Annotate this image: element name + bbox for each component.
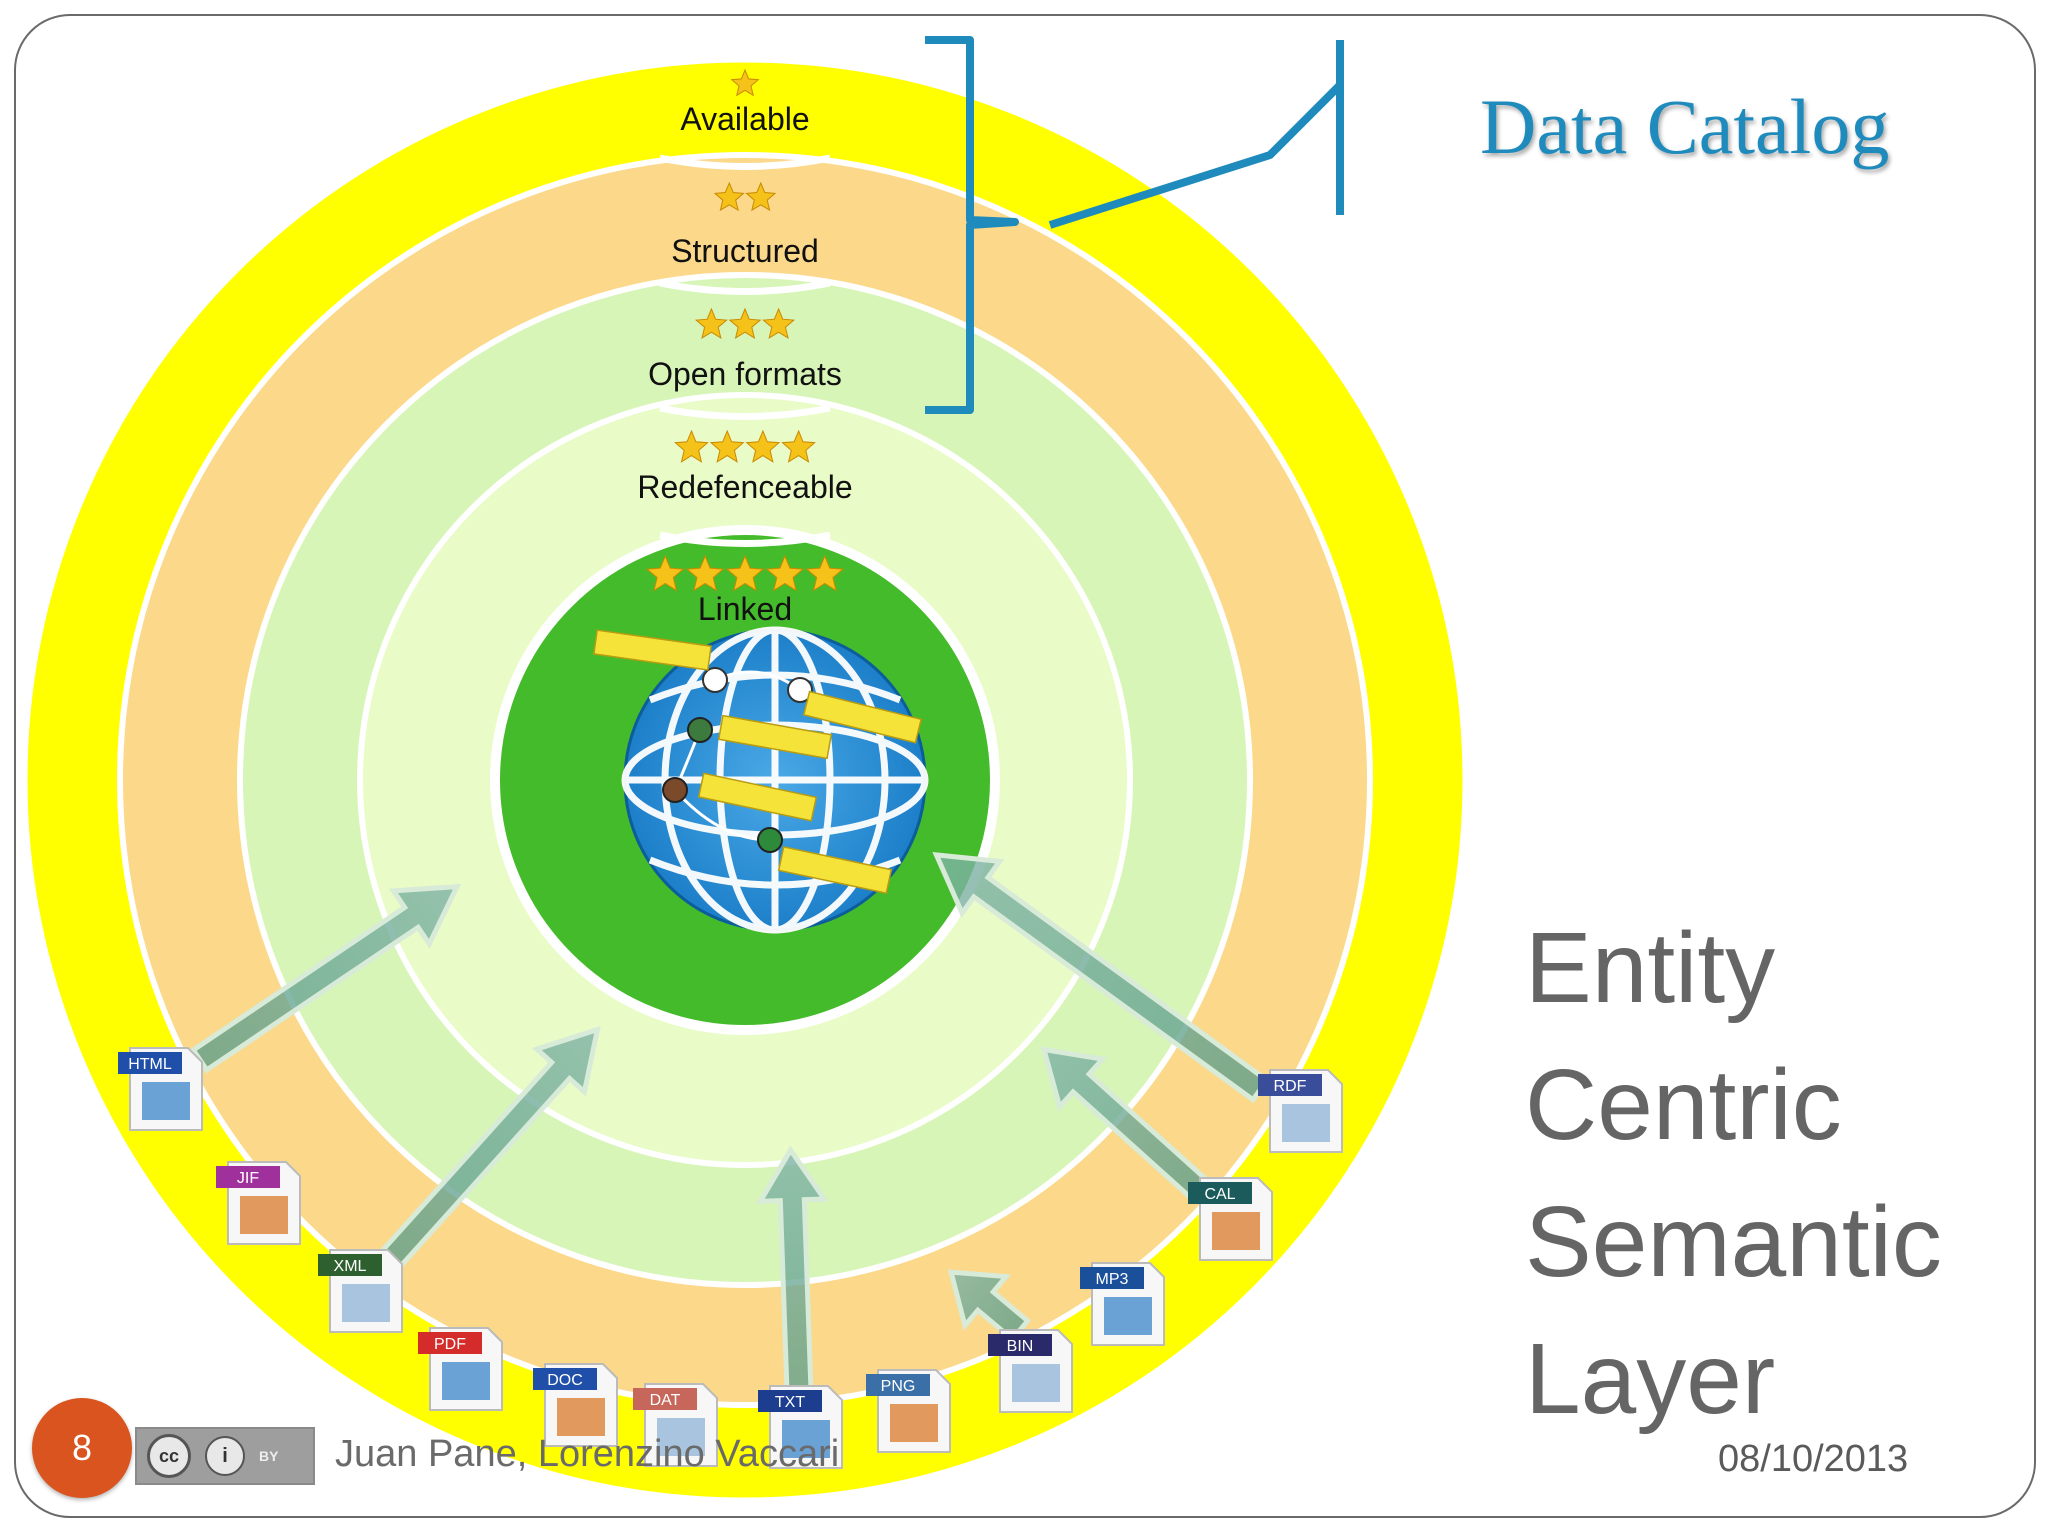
slide-date: 08/10/2013 bbox=[1718, 1438, 1909, 1480]
side-caption-line: Semantic bbox=[1525, 1186, 1942, 1298]
star-icon bbox=[645, 554, 685, 592]
arrow-icon bbox=[947, 1269, 1032, 1343]
arrow-icon bbox=[377, 1025, 601, 1272]
star-icon bbox=[725, 554, 765, 592]
file-type-label: MP3 bbox=[1096, 1271, 1129, 1288]
file-icon: TXT bbox=[758, 1385, 843, 1469]
file-type-label: XML bbox=[334, 1258, 367, 1275]
star-icon bbox=[674, 429, 709, 463]
side-caption-line: Centric bbox=[1525, 1049, 1842, 1161]
label-open-formats: Open formats bbox=[648, 356, 842, 392]
label-linked: Linked bbox=[698, 591, 792, 627]
file-type-label: DOC bbox=[547, 1372, 583, 1389]
arrow-icon bbox=[932, 851, 1271, 1104]
arrow-icon bbox=[1040, 1046, 1212, 1203]
side-caption-line: Layer bbox=[1525, 1323, 1776, 1435]
file-type-label: PNG bbox=[881, 1378, 916, 1395]
star-ratings bbox=[645, 68, 845, 592]
file-icon: CAL bbox=[1188, 1177, 1273, 1261]
file-icon: XML bbox=[318, 1249, 403, 1333]
star-icon bbox=[730, 68, 760, 97]
file-type-label: JIF bbox=[237, 1170, 259, 1187]
file-type-label: BIN bbox=[1007, 1338, 1034, 1355]
star-icon bbox=[805, 554, 845, 592]
star-icon bbox=[694, 307, 728, 339]
page-title: Data Catalog bbox=[1480, 83, 1890, 170]
layer-notches bbox=[659, 44, 831, 547]
label-redefenceable: Redefenceable bbox=[637, 469, 852, 505]
conversion-arrows bbox=[189, 851, 1271, 1424]
star-icon bbox=[762, 307, 796, 339]
star-icon bbox=[745, 181, 777, 212]
file-format-icons: HTML JIF XML PDF DOC DAT TXT PNG BIN MP3 CAL RDF bbox=[118, 1047, 1343, 1469]
file-icon: DAT bbox=[633, 1383, 718, 1467]
file-type-label: PDF bbox=[434, 1336, 466, 1353]
creative-commons-icon: cc i BY bbox=[135, 1427, 315, 1485]
by-label: BY bbox=[259, 1448, 279, 1464]
file-icon: MP3 bbox=[1080, 1262, 1165, 1346]
file-icon: PDF bbox=[418, 1327, 503, 1411]
page-number-badge: 8 bbox=[32, 1398, 132, 1498]
star-icon bbox=[728, 307, 762, 339]
file-icon: DOC bbox=[533, 1363, 618, 1447]
file-type-label: TXT bbox=[775, 1394, 805, 1411]
file-type-label: RDF bbox=[1274, 1078, 1307, 1095]
file-icon: JIF bbox=[216, 1161, 301, 1245]
file-type-label: HTML bbox=[128, 1056, 172, 1073]
star-icon bbox=[745, 429, 781, 463]
file-type-label: CAL bbox=[1204, 1186, 1235, 1203]
star-icon bbox=[781, 429, 816, 463]
star-icon bbox=[765, 554, 805, 592]
file-icon: PNG bbox=[866, 1369, 951, 1453]
arrow-icon bbox=[189, 883, 462, 1074]
file-icon: HTML bbox=[118, 1047, 203, 1131]
file-icon: BIN bbox=[988, 1329, 1073, 1413]
label-available: Available bbox=[680, 101, 809, 137]
arrow-icon bbox=[755, 1145, 829, 1424]
globe-network-icon bbox=[593, 626, 929, 934]
file-type-label: DAT bbox=[650, 1392, 681, 1409]
star-icon bbox=[713, 181, 745, 212]
side-caption-line: Entity bbox=[1525, 912, 1776, 1024]
side-caption: Entity Centric Semantic Layer bbox=[1525, 900, 1942, 1448]
label-structured: Structured bbox=[671, 233, 819, 269]
catalog-bracket bbox=[925, 36, 1344, 414]
star-icon bbox=[685, 554, 725, 592]
file-icon: RDF bbox=[1258, 1069, 1343, 1153]
attribution-mark: i bbox=[205, 1436, 245, 1476]
cc-mark: cc bbox=[147, 1434, 191, 1478]
author-line: Juan Pane, Lorenzino Vaccari bbox=[335, 1433, 840, 1475]
star-icon bbox=[709, 429, 745, 463]
